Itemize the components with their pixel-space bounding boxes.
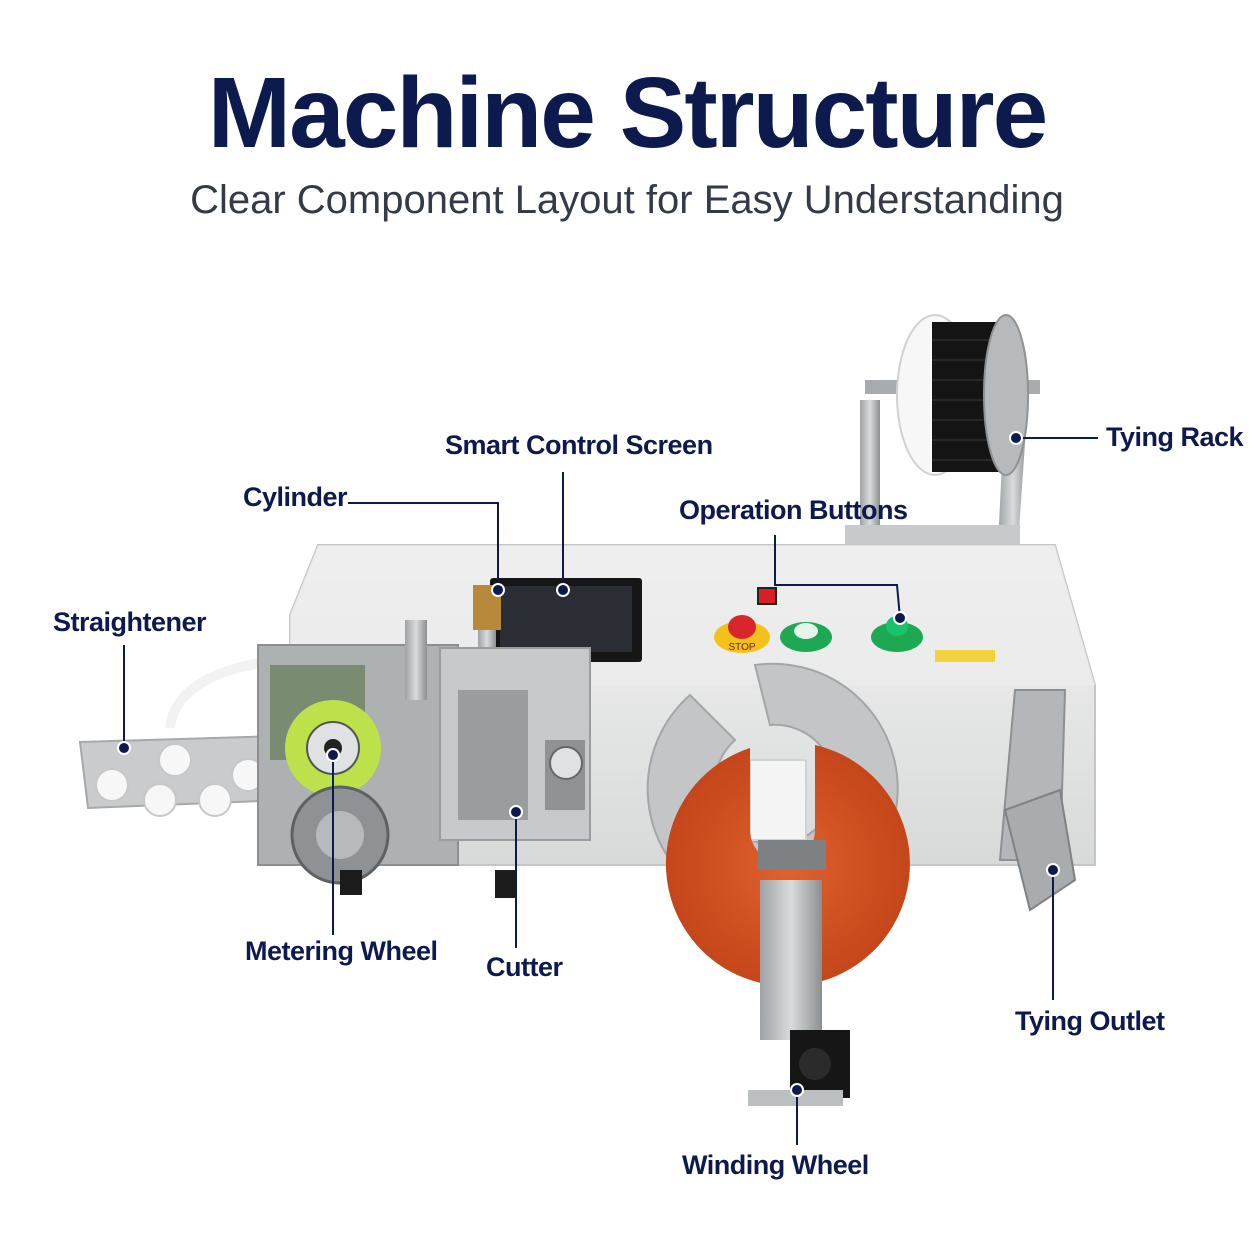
stop-button: STOP [714, 615, 770, 653]
label-tying-outlet: Tying Outlet [1015, 1006, 1165, 1036]
page-title: Machine Structure [207, 57, 1048, 169]
winding-wheel [646, 662, 910, 1106]
label-winding-wheel: Winding Wheel [682, 1150, 869, 1180]
label-cutter: Cutter [486, 952, 563, 982]
power-indicator [757, 587, 777, 605]
metering-wheel [257, 644, 459, 895]
label-metering-wheel: Metering Wheel [245, 936, 438, 966]
leader-lines [123, 437, 1098, 1145]
page-subtitle: Clear Component Layout for Easy Understa… [190, 178, 1064, 222]
label-smart-control-screen: Smart Control Screen [445, 430, 713, 460]
label-operation-buttons: Operation Buttons [679, 495, 908, 525]
svg-text:STOP: STOP [728, 642, 755, 653]
label-straightener: Straightener [53, 607, 207, 637]
tying-outlet [998, 689, 1077, 912]
control-screen [490, 578, 642, 662]
green-button-2 [871, 616, 923, 652]
label-tying-rack: Tying Rack [1106, 422, 1244, 452]
anchor-dots [117, 431, 1060, 1097]
label-cylinder: Cylinder [243, 482, 348, 512]
green-button-1 [780, 622, 832, 652]
